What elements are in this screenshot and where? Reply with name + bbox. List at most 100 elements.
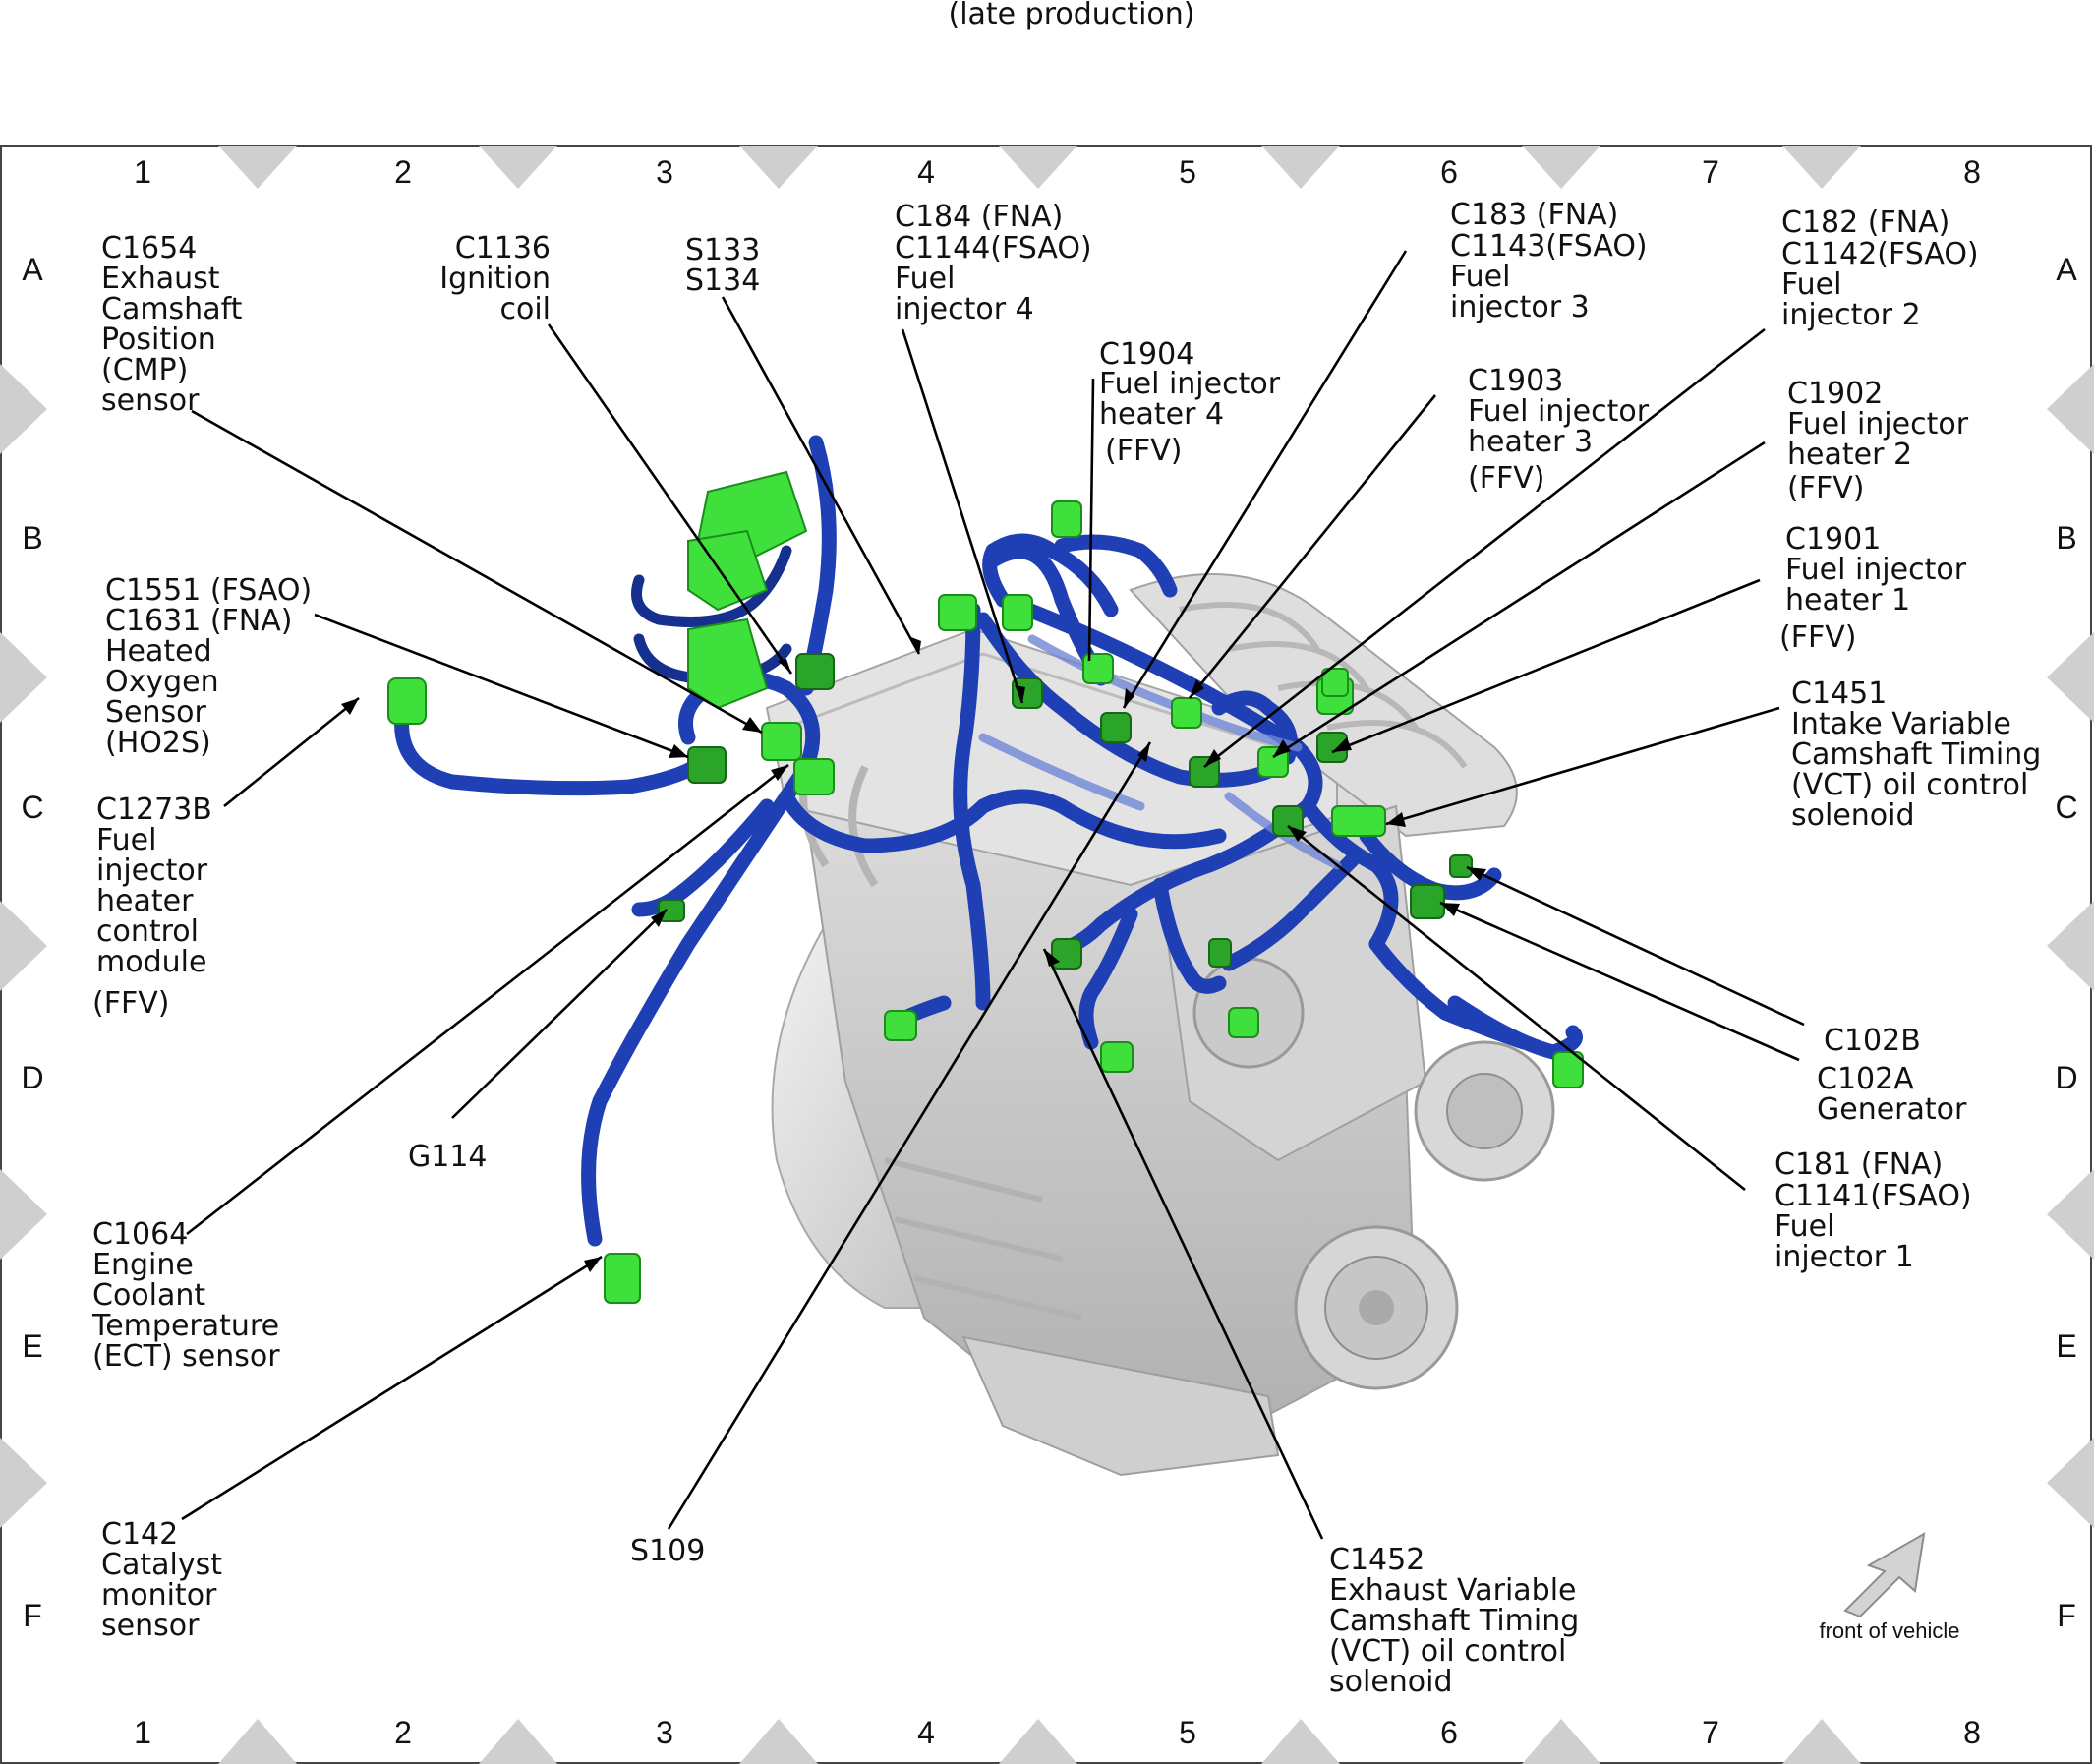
callout-c1551-line-5: Sensor	[105, 695, 206, 730]
grid-col-1: 1	[134, 154, 151, 190]
grid-col-4: 4	[917, 154, 935, 190]
callout-c1451-line-3: Camshaft Timing	[1791, 737, 2041, 772]
grid-row-d-right: D	[2055, 1060, 2077, 1095]
grid-row-e: E	[22, 1328, 42, 1364]
callout-c102b: C102B	[1824, 1024, 1921, 1058]
callout-s133-s134: S133 S134	[685, 233, 760, 298]
leader-s109	[667, 741, 1152, 1530]
leader-c182	[1203, 327, 1766, 769]
callout-c1136-line-3: coil	[499, 292, 551, 326]
callout-c102a-line-1: C102A	[1817, 1062, 1914, 1096]
callout-c1903-line-1: C1903	[1468, 364, 1563, 398]
callout-c1654-line-2: Exhaust	[101, 262, 220, 296]
leader-s133	[721, 296, 921, 655]
callout-c1136-line-2: Ignition	[439, 262, 551, 296]
grid-row-b: B	[22, 520, 42, 556]
grid-row-c-right: C	[2055, 790, 2077, 825]
callout-c142: C142 Catalyst monitor sensor	[101, 1517, 222, 1643]
callout-c1064-line-2: Engine	[92, 1248, 194, 1282]
leader-c1064	[186, 763, 789, 1236]
callout-c1904-line-2: Fuel injector	[1099, 367, 1281, 401]
grid-row-f: F	[23, 1598, 42, 1633]
callout-c142-line-2: Catalyst	[101, 1548, 222, 1582]
callout-c1273b-line-2: Fuel	[96, 823, 156, 857]
callout-c1451: C1451 Intake Variable Camshaft Timing (V…	[1791, 676, 2041, 833]
callout-c184-line-3: Fuel	[895, 262, 955, 296]
callout-c1551-line-4: Oxygen	[105, 665, 219, 699]
callout-c142-line-3: monitor	[101, 1578, 217, 1613]
callout-c1654-line-6: sensor	[101, 383, 200, 418]
grid-notches	[0, 146, 2094, 1764]
callout-c1452-line-3: Camshaft Timing	[1329, 1604, 1579, 1638]
callout-c1551-line-2: C1631 (FNA)	[105, 604, 292, 638]
callout-c1064-line-5: (ECT) sensor	[92, 1339, 280, 1374]
callout-c1451-line-2: Intake Variable	[1791, 707, 2011, 741]
connectors	[387, 470, 1584, 1304]
callout-c1901-line-1: C1901	[1785, 522, 1881, 557]
grid-col-7-bottom: 7	[1702, 1715, 1719, 1750]
callout-c183-line-1: C183 (FNA)	[1450, 198, 1618, 232]
callout-c184-line-1: C184 (FNA)	[895, 200, 1063, 234]
callout-c182-line-2: C1142(FSAO)	[1781, 237, 1979, 271]
grid-col-7: 7	[1702, 154, 1719, 190]
callout-c183: C183 (FNA) C1143(FSAO) Fuel injector 3	[1450, 198, 1648, 324]
callout-c1901-line-2: Fuel injector	[1785, 553, 1967, 587]
callout-c1551: C1551 (FSAO) C1631 (FNA) Heated Oxygen S…	[105, 573, 312, 760]
callout-c182-line-1: C182 (FNA)	[1781, 206, 1949, 240]
callout-c1903-line-4: (FFV)	[1468, 461, 1544, 496]
callout-c1902-line-4: (FFV)	[1787, 471, 1864, 505]
callout-c1451-line-4: (VCT) oil control	[1791, 768, 2028, 802]
grid-col-5: 5	[1179, 154, 1196, 190]
callout-c1904: C1904 Fuel injector heater 4 (FFV)	[1099, 337, 1281, 468]
callout-c182: C182 (FNA) C1142(FSAO) Fuel injector 2	[1781, 206, 1979, 332]
callout-c102a-line-2: Generator	[1817, 1092, 1967, 1127]
callout-c1903-line-2: Fuel injector	[1468, 394, 1650, 429]
grid-column-labels-top: 1 2 3 4 5 6 7 8	[134, 154, 1981, 190]
grid-col-1-bottom: 1	[134, 1715, 151, 1750]
leader-c102b	[1466, 865, 1805, 1027]
front-of-vehicle-label: front of vehicle	[1819, 1618, 1959, 1643]
callout-c1902-line-2: Fuel injector	[1787, 407, 1969, 441]
callout-c184-line-4: injector 4	[895, 292, 1034, 326]
callout-c1551-line-6: (HO2S)	[105, 726, 211, 760]
callout-c181-line-2: C1141(FSAO)	[1774, 1179, 1972, 1213]
callout-c1273b-line-3: injector	[96, 853, 208, 888]
callout-s109-line-1: S109	[630, 1534, 705, 1568]
callout-c1064-line-1: C1064	[92, 1217, 188, 1252]
grid-col-3: 3	[656, 154, 673, 190]
callout-c1902-line-1: C1902	[1787, 377, 1883, 411]
leader-c181	[1287, 824, 1746, 1192]
leader-g114	[451, 909, 668, 1119]
callout-c1064-line-3: Coolant	[92, 1278, 205, 1313]
leader-c102a	[1439, 901, 1800, 1062]
callout-c1902-line-3: heater 2	[1787, 438, 1912, 472]
callout-s133-line-2: S134	[685, 264, 760, 298]
callout-s109: S109	[630, 1534, 705, 1568]
callout-c102b-line-1: C102B	[1824, 1024, 1921, 1058]
leader-c1452	[1042, 948, 1324, 1540]
grid-col-2: 2	[394, 154, 412, 190]
grid-col-8: 8	[1963, 154, 1981, 190]
callout-c1551-line-3: Heated	[105, 634, 212, 669]
callout-c183-line-2: C1143(FSAO)	[1450, 229, 1648, 264]
grid-row-e-right: E	[2056, 1328, 2076, 1364]
callout-c1904-line-3: heater 4	[1099, 397, 1224, 432]
front-of-vehicle-indicator: front of vehicle	[1819, 1532, 1960, 1643]
callout-c1903: C1903 Fuel injector heater 3 (FFV)	[1468, 364, 1650, 496]
callout-c1452-line-1: C1452	[1329, 1543, 1425, 1577]
callout-c1452-line-5: solenoid	[1329, 1665, 1453, 1699]
leader-arrowheads	[341, 637, 1486, 1272]
grid-col-5-bottom: 5	[1179, 1715, 1196, 1750]
callout-g114: G114	[408, 1140, 488, 1174]
leader-c1901	[1331, 578, 1761, 754]
grid-column-labels-bottom: 1 2 3 4 5 6 7 8	[134, 1715, 1981, 1750]
callout-c1452-line-2: Exhaust Variable	[1329, 1573, 1577, 1608]
callout-c184-line-2: C1144(FSAO)	[895, 231, 1092, 265]
callout-c1136: C1136 Ignition coil	[439, 231, 551, 326]
callout-g114-line-1: G114	[408, 1140, 488, 1174]
callout-c142-line-1: C142	[101, 1517, 178, 1552]
leader-c1451	[1385, 706, 1780, 826]
leader-c1136	[547, 323, 793, 675]
callout-c1654-line-1: C1654	[101, 231, 197, 265]
